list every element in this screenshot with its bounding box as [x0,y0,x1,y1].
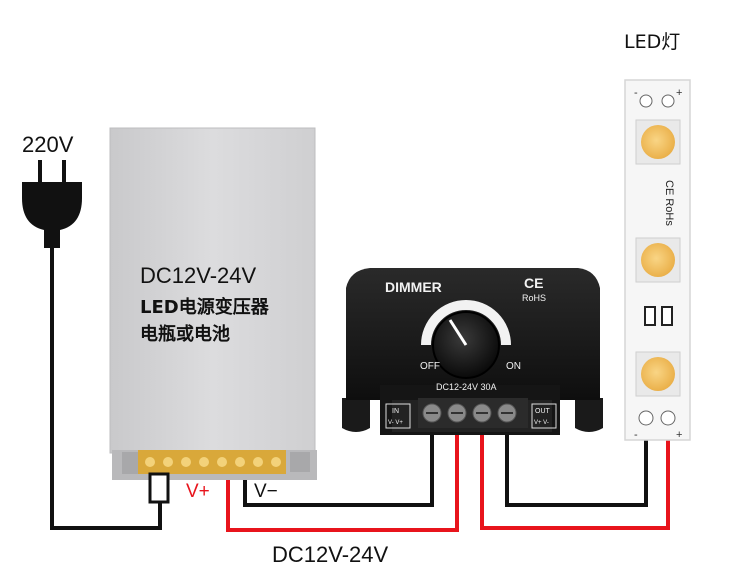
power-plug-icon [22,160,82,248]
dimmer-rohs-mark: RoHS [522,293,546,303]
led-bottom-plus: + [676,429,682,441]
dimmer-out-pins: V+ V- [534,420,549,426]
dimmer-rating: DC12-24V 30A [436,382,497,392]
led-title: LED灯 [624,31,680,53]
psu-line-2: LED电源变压器 [140,296,270,318]
psu-line-1: DC12V-24V [140,263,257,288]
dimmer-in-label: IN [392,408,399,415]
led-strip [624,79,691,441]
wire-black-input [243,425,434,507]
bottom-voltage-label: DC12V-24V [272,542,389,567]
led-chip-2 [641,243,675,277]
dimmer-on-label: ON [506,361,521,372]
dimmer-terminals [418,398,528,428]
dimmer-title: DIMMER [385,279,442,295]
wire-red-input [226,425,459,532]
v-plus-label: V+ [186,481,210,502]
v-minus-label: V− [254,481,278,502]
wire-red-output [480,425,670,530]
dimmer-in-pins: V- V+ [388,420,403,426]
led-chip-3 [641,357,675,391]
led-bottom-minus: - [634,429,638,441]
dimmer-ce-mark: CE [524,275,543,291]
led-cert-text: CE RoHs [663,180,675,226]
dimmer-out-label: OUT [535,408,551,415]
power-supply-unit [109,127,317,504]
led-top-minus: - [634,87,638,99]
dimmer-off-label: OFF [420,361,440,372]
led-top-plus: + [676,87,682,99]
dimmer-unit [342,268,603,435]
mains-voltage-label: 220V [22,132,74,157]
wire-black-output [505,425,648,507]
psu-line-3: 电瓶或电池 [140,323,230,345]
led-chip-1 [641,125,675,159]
mains-cable [50,248,162,530]
